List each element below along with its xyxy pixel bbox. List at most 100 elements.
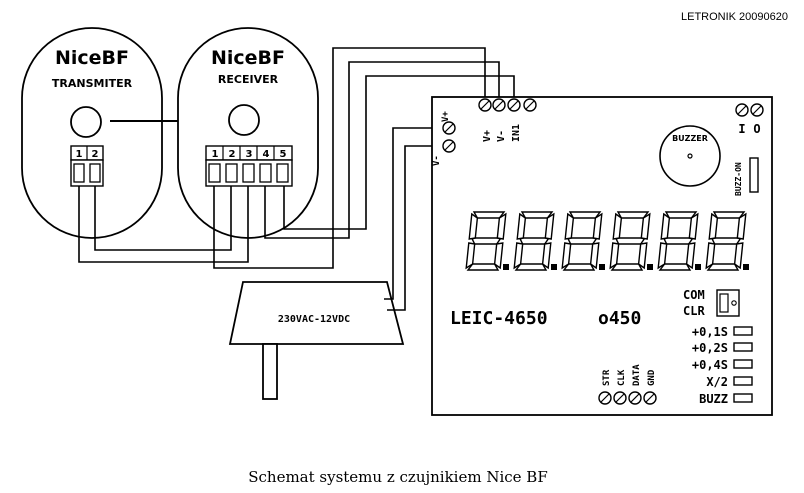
display-digit-1-segment-2 [471,237,502,245]
transmitter-terminal-1 [73,163,85,183]
transmitter-label: TRANSMITER [52,77,133,90]
power-cord [262,343,278,400]
power-supply-label: 230VAC-12VDC [278,314,350,325]
buzzer-center [687,153,693,159]
display-digit-4-segment-2 [615,237,646,245]
wire-psu-vplus [384,127,444,300]
jumper-x2 [733,376,753,386]
input-terminals: V+ V- IN1 [478,98,537,142]
com-clr-jumper-cap [719,293,729,313]
receiver-terminal-5-label: 5 [280,149,287,160]
display-digit-5-segment-6 [657,242,668,270]
receiver-terminal-3 [242,163,255,183]
display-digit-3-segment-3 [562,263,596,271]
credit-text: LETRONIK 20090620 [681,11,788,23]
display-digit-1-segment-3 [466,263,500,271]
receiver: NiceBF RECEIVER 1 2 3 4 5 [177,27,319,239]
display-digit-3-segment-6 [561,242,572,270]
buzzer-label: BUZZER [672,134,708,143]
terminal-vminus-label: V- [496,130,507,142]
power-terminal-vminus-label: V- [432,155,442,166]
receiver-terminal-2-label: 2 [229,149,236,160]
wire-psu-vminus [387,145,444,311]
display-digit-3-segment-4 [564,212,575,240]
wire-rx1-vplus [213,47,486,269]
jumper-clr-label: CLR [683,304,705,318]
display-digit-6-segment-6 [705,242,716,270]
controller-model: LEIC-4650 [450,308,548,329]
display-digit-4-segment-7 [637,242,648,270]
data-terminals: STR CLK DATA GND [598,364,657,405]
display-digit-6-segment-4 [708,212,719,240]
receiver-terminal-1-label: 1 [212,149,219,160]
display-digit-5-segment-3 [658,263,692,271]
display-digit-5-segment-7 [685,242,696,270]
display-digit-3-dot [599,264,605,270]
power-terminal-vplus-label: V+ [441,111,451,122]
display-digit-2-segment-6 [513,242,524,270]
controller-model-suffix: o450 [598,308,641,329]
display-digit-4-dot [647,264,653,270]
transmitter-terminal-1-label: 1 [76,149,83,160]
terminal-in1-label: IN1 [511,124,522,142]
controller-board: V+ V- IN1 V+ V- I O BUZZER BUZZ-ON [431,96,773,416]
seven-segment-display [465,211,749,271]
jumper-04s-label: +0,4S [692,358,728,372]
receiver-terminal-5 [276,163,289,183]
data-terminal-gnd-label: GND [647,369,657,386]
terminal-vplus-label: V+ [482,130,493,142]
jumper-04s [733,359,753,369]
transmitter-brand: NiceBF [55,47,129,69]
power-supply-body [228,281,405,345]
display-digit-4-segment-3 [610,263,644,271]
buzz-on-jumper [749,157,759,193]
transmitter-lens [70,106,102,138]
transmitter: NiceBF TRANSMITER 1 2 [21,27,163,239]
display-digit-6-segment-3 [706,263,740,271]
power-terminals: V+ V- [432,111,456,166]
jumper-01s [733,326,753,336]
display-digit-5-segment-5 [688,212,699,240]
receiver-lens [228,104,260,136]
display-digit-4-segment-5 [640,212,651,240]
display-digit-2-segment-7 [541,242,552,270]
jumper-com-label: COM [683,288,705,302]
display-digit-5-segment-2 [663,237,694,245]
display-digit-2-segment-2 [519,237,550,245]
display-digit-2-segment-4 [516,212,527,240]
data-terminal-clk-label: CLK [617,369,627,386]
display-digit-1-segment-4 [468,212,479,240]
display-digit-1-segment-5 [496,212,507,240]
jumper-02s [733,342,753,352]
display-digit-1-segment-7 [493,242,504,270]
buzz-on-label: BUZZ-ON [734,162,743,196]
jumper-x2-label: X/2 [706,375,728,389]
transmitter-terminal-2 [89,163,101,183]
display-digit-6-segment-2 [711,237,742,245]
wire-tx1-rx3 [78,186,249,263]
receiver-terminal-3-label: 3 [246,149,253,160]
display-digit-6-segment-7 [733,242,744,270]
relay-terminal-i-label: I [738,122,745,136]
display-digit-4-segment-6 [609,242,620,270]
display-digit-6-segment-5 [736,212,747,240]
wiring [78,47,515,311]
relay-terminal-o-label: O [753,122,760,136]
display-digit-4-segment-4 [612,212,623,240]
data-terminal-data-label: DATA [632,364,642,386]
receiver-terminal-4 [259,163,272,183]
display-digit-2-dot [551,264,557,270]
receiver-terminal-2 [225,163,238,183]
display-digit-1-segment-6 [465,242,476,270]
wire-tx2-rx2 [94,186,232,251]
display-digit-5-segment-4 [660,212,671,240]
power-supply: 230VAC-12VDC [228,281,405,400]
relay-terminals: I O [735,103,764,136]
display-digit-5-dot [695,264,701,270]
data-terminal-str-label: STR [602,369,612,386]
display-digit-3-segment-5 [592,212,603,240]
receiver-terminal-1 [208,163,221,183]
receiver-terminal-4-label: 4 [263,149,270,160]
wire-rx4-vminus [264,61,500,239]
